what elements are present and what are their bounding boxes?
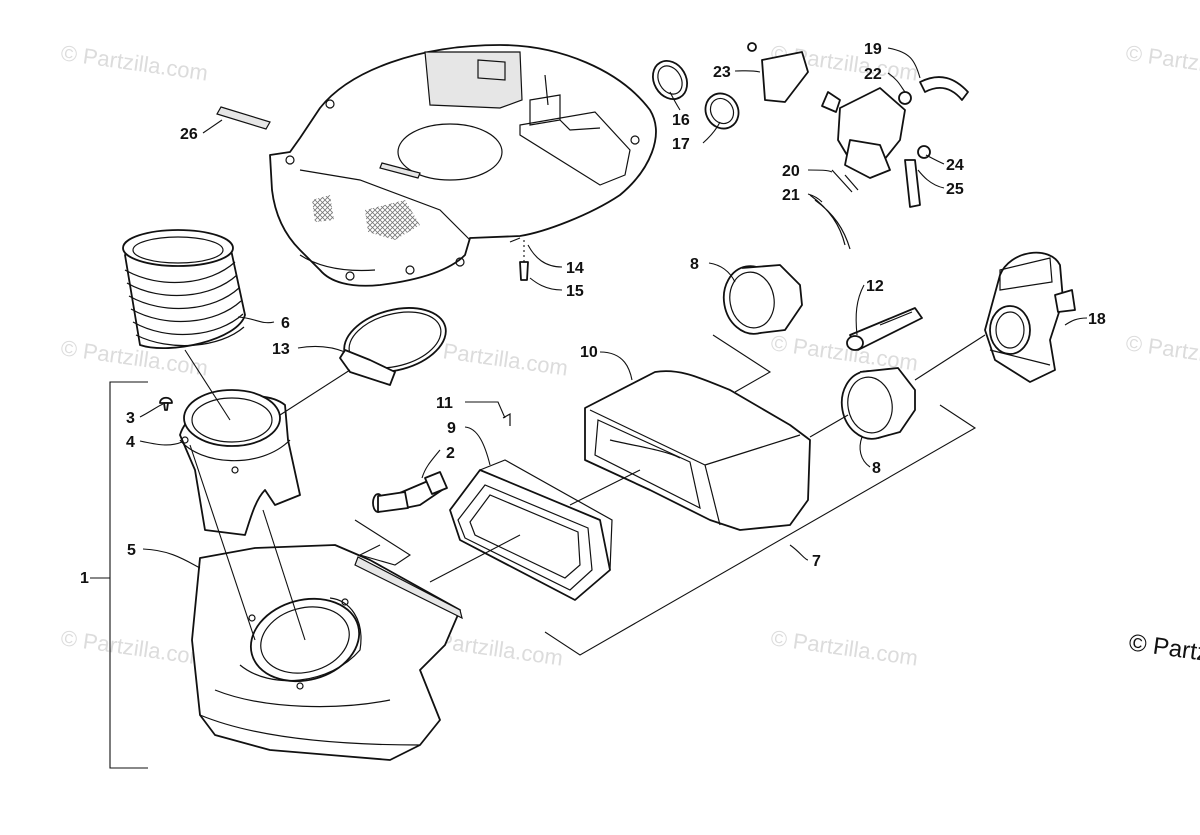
callout-labels: 1 2 3 4 5 6 7 8 8 9 10 11 12 13 14 15 16… xyxy=(80,41,1106,587)
callout-7: 7 xyxy=(812,553,821,570)
callout-10: 10 xyxy=(580,344,598,361)
callout-19: 19 xyxy=(864,41,882,58)
callout-16: 16 xyxy=(672,112,690,129)
part-17-clamp xyxy=(704,92,740,130)
callout-13: 13 xyxy=(272,341,290,358)
callout-3: 3 xyxy=(126,410,135,427)
callout-4: 4 xyxy=(126,434,135,451)
watermark: © Partzilla.com xyxy=(1124,40,1200,85)
callout-22: 22 xyxy=(864,66,882,83)
part-13-band-clamp xyxy=(339,307,447,386)
hood-liner xyxy=(269,44,657,287)
watermark: © Partzilla.com xyxy=(59,625,209,670)
callout-17: 17 xyxy=(672,136,690,153)
part-8-boot-lower xyxy=(840,367,916,440)
callout-8-upper: 8 xyxy=(690,256,699,273)
callout-12: 12 xyxy=(866,278,884,295)
callout-23: 23 xyxy=(713,64,731,81)
callout-8-lower: 8 xyxy=(872,460,881,477)
leader-lines xyxy=(90,47,1088,769)
fuel-pump-assembly xyxy=(747,42,969,250)
part-4-adapter xyxy=(179,389,301,536)
part-14-15-fastener xyxy=(519,240,529,281)
part-26-label-strip xyxy=(216,106,271,130)
callout-21: 21 xyxy=(782,187,800,204)
callout-1: 1 xyxy=(80,570,89,587)
callout-25: 25 xyxy=(946,181,964,198)
callout-5: 5 xyxy=(127,542,136,559)
callout-14: 14 xyxy=(566,260,584,277)
copyright-notice: © Partz xyxy=(1127,629,1200,667)
callout-6: 6 xyxy=(281,315,290,332)
part-10-filter-housing xyxy=(584,370,811,531)
part-8-boot-upper xyxy=(722,264,803,335)
callout-24: 24 xyxy=(946,157,964,174)
part-9-air-filter xyxy=(449,459,613,601)
part-6-bellows-boot xyxy=(122,229,246,349)
part-18-carburetor xyxy=(984,251,1076,383)
callout-18: 18 xyxy=(1088,311,1106,328)
callout-20: 20 xyxy=(782,163,800,180)
callout-11: 11 xyxy=(436,395,453,412)
watermark: © Partzilla.com xyxy=(769,625,919,670)
callout-2: 2 xyxy=(446,445,455,462)
part-11-spring xyxy=(502,412,511,426)
part-12-strap xyxy=(846,307,923,351)
watermark: © Partzilla.com xyxy=(59,40,209,85)
part-3-rivet xyxy=(159,396,173,411)
callout-26: 26 xyxy=(180,126,198,143)
callout-15: 15 xyxy=(566,283,584,300)
part-5-airbox xyxy=(191,544,463,761)
callout-9: 9 xyxy=(447,420,456,437)
part-16-clamp xyxy=(652,60,688,100)
part-2-clip xyxy=(372,471,448,513)
watermark: © Partzilla.com xyxy=(1124,330,1200,375)
